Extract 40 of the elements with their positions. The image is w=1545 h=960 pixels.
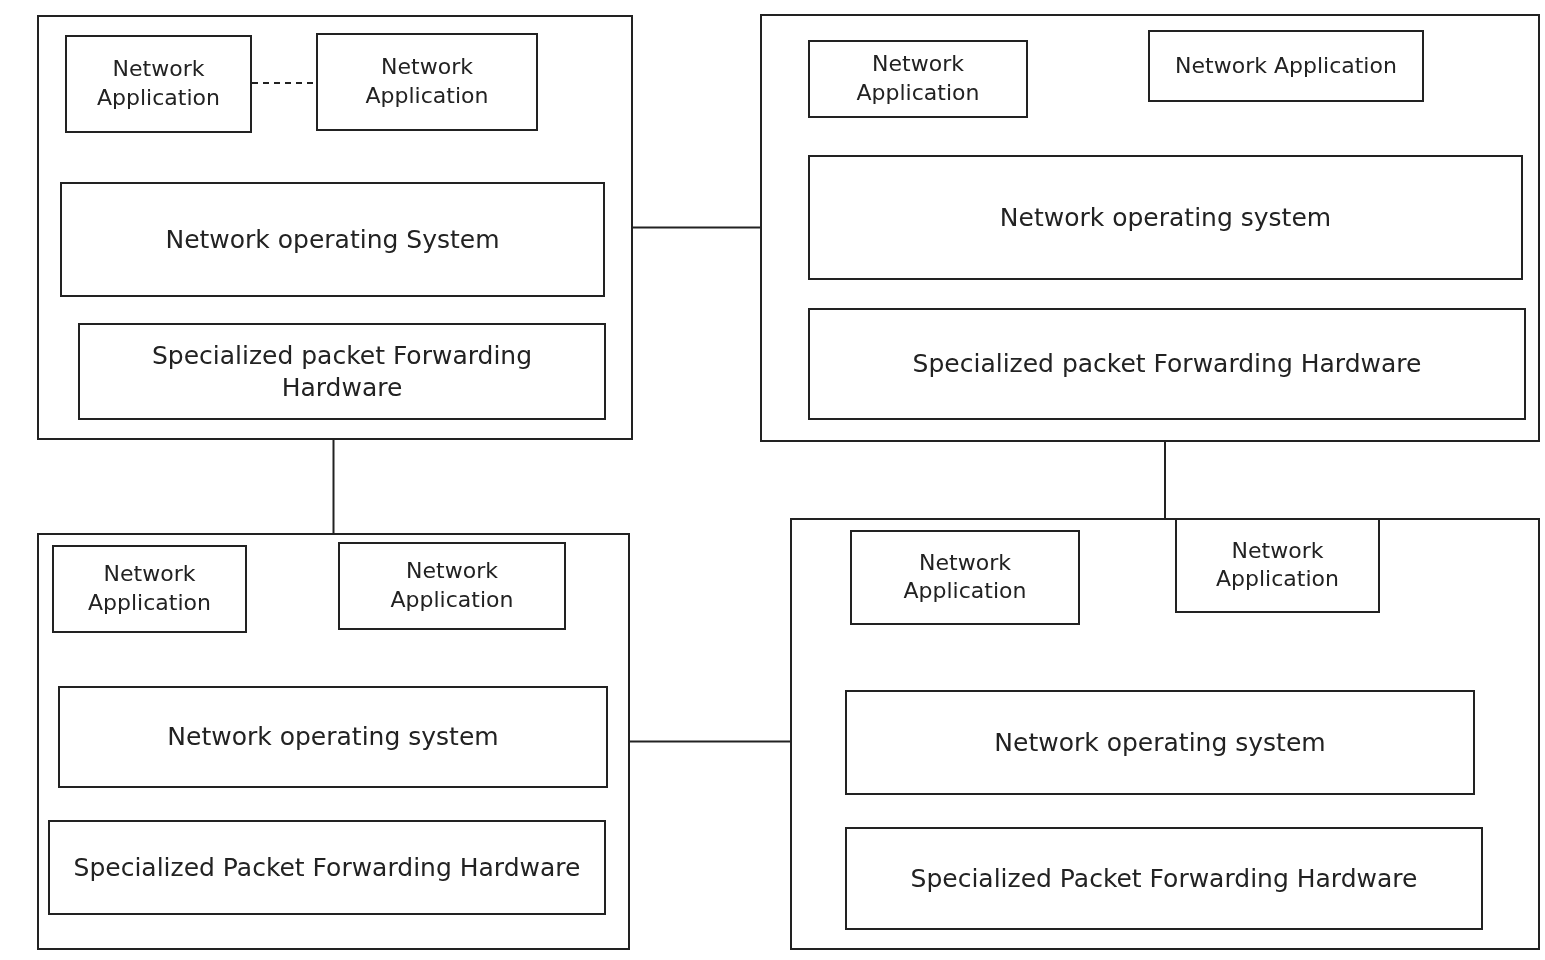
- layer-label: Network Application: [389, 557, 515, 614]
- layer-box: [1148, 30, 1424, 102]
- layer-box: [338, 542, 566, 630]
- layer-box: [78, 323, 606, 420]
- layer-label: Network Application: [364, 53, 490, 110]
- layer-box: [850, 530, 1080, 625]
- layer-label: Specialized packet Forwarding Hardware: [150, 339, 534, 404]
- layer-label: Specialized Packet Forwarding Hardware: [72, 851, 582, 884]
- connector-line: [332, 439, 335, 534]
- layer-label: Specialized Packet Forwarding Hardware: [909, 862, 1419, 895]
- layer-box: [845, 827, 1483, 930]
- layer-label: Network Application: [1174, 51, 1398, 80]
- layer-box: [48, 820, 606, 915]
- router-box: [37, 533, 630, 950]
- connector-line: [1164, 441, 1166, 519]
- router-box: [37, 15, 633, 440]
- layer-label: Specialized packet Forwarding Hardware: [911, 347, 1423, 380]
- layer-label: Network operating system: [166, 720, 500, 753]
- layer-box: [316, 33, 538, 131]
- router-box: [760, 14, 1540, 442]
- layer-label: Network Application: [855, 50, 981, 107]
- layer-label: Network Application: [87, 560, 212, 617]
- layer-label: Network Application: [902, 548, 1028, 606]
- layer-label: Network Application: [96, 55, 221, 112]
- connector-line: [629, 740, 791, 743]
- layer-label: Network Application: [1215, 536, 1340, 594]
- layer-box: [845, 690, 1475, 795]
- layer-box: [808, 40, 1028, 118]
- layer-box: [60, 182, 605, 297]
- layer-box: [1175, 518, 1380, 613]
- layer-label: Network operating System: [164, 223, 501, 256]
- router-box: [790, 518, 1540, 950]
- layer-box: [65, 35, 252, 133]
- layer-box: [808, 155, 1523, 280]
- layer-box: [808, 308, 1526, 420]
- connector-line: [632, 226, 761, 229]
- layer-label: Network operating system: [993, 726, 1327, 759]
- layer-label: Network operating system: [998, 201, 1333, 234]
- layer-box: [58, 686, 608, 788]
- layer-box: [52, 545, 247, 633]
